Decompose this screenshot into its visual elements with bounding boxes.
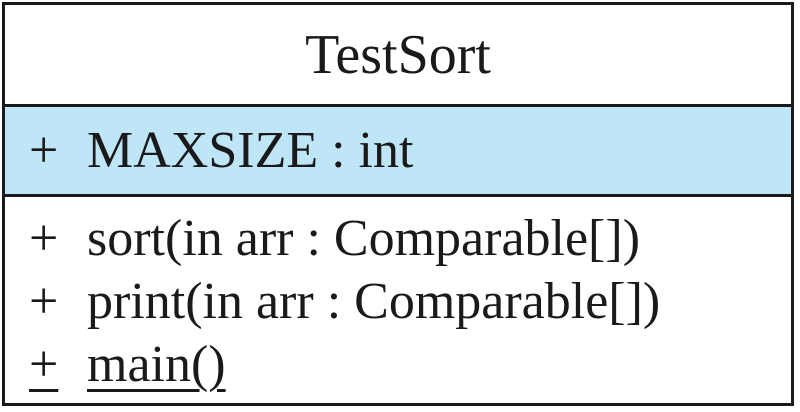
class-name: TestSort — [305, 23, 491, 86]
operation-text: sort(in arr : Comparable[]) — [87, 210, 641, 267]
visibility-marker: + — [29, 210, 59, 267]
visibility-marker: + — [29, 122, 59, 179]
operation-main-static: + main() — [29, 333, 791, 396]
attributes-compartment: + MAXSIZE : int — [5, 107, 791, 197]
uml-class-box: TestSort + MAXSIZE : int + sort(in arr :… — [2, 2, 794, 406]
operation-text: main() — [87, 336, 226, 393]
operations-compartment: + sort(in arr : Comparable[]) + print(in… — [5, 197, 791, 403]
operation-print: + print(in arr : Comparable[]) — [29, 270, 791, 333]
visibility-marker: + — [29, 273, 59, 330]
class-name-compartment: TestSort — [5, 5, 791, 107]
operation-sort: + sort(in arr : Comparable[]) — [29, 207, 791, 270]
visibility-marker: + — [29, 336, 59, 393]
operation-text: print(in arr : Comparable[]) — [87, 273, 661, 330]
attribute-text: MAXSIZE : int — [87, 122, 414, 179]
attribute-maxsize: + MAXSIZE : int — [29, 121, 413, 180]
